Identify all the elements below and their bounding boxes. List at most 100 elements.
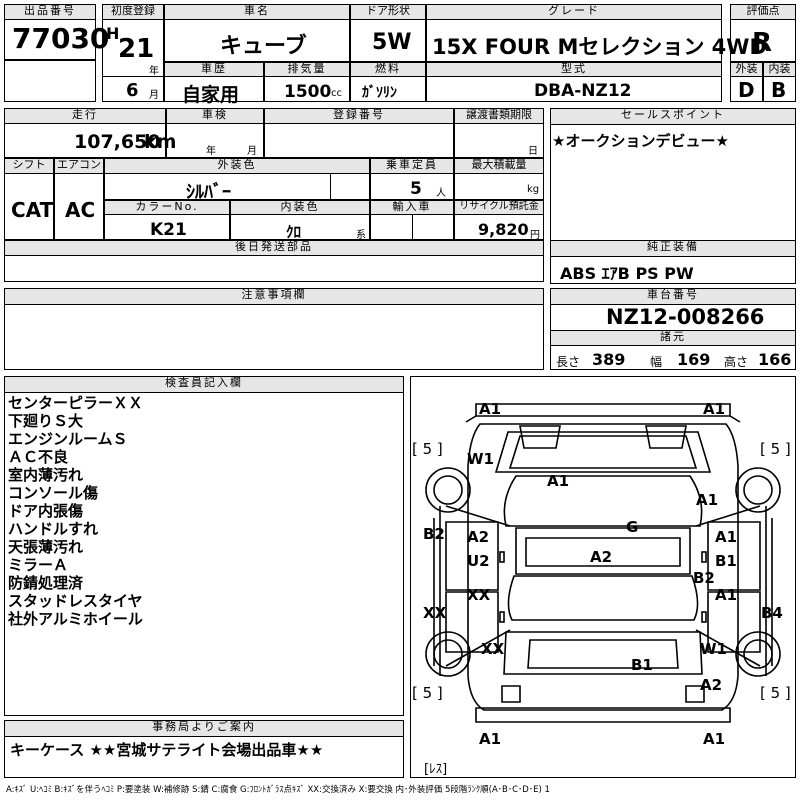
length-label: 長さ	[556, 355, 581, 369]
int-color-unit: 系	[356, 230, 366, 241]
transfer-day-unit: 日	[528, 146, 538, 157]
inspector-header: 検査員記入欄	[4, 376, 404, 393]
damage-code: XX	[467, 586, 491, 604]
sales-point-header: セールスポイント	[550, 108, 796, 125]
width-value: 169	[677, 350, 711, 369]
damage-code: A2	[467, 528, 490, 546]
recycle-header: リサイクル預託金	[454, 200, 544, 215]
shift-header: シフト	[4, 158, 54, 174]
displacement: 1500	[284, 82, 332, 102]
height-label: 高さ	[724, 355, 749, 369]
grade: 15X FOUR Mセレクション 4WD	[432, 35, 767, 59]
model-header: 型式	[426, 62, 722, 77]
ext-color: ｼﾙﾊﾞｰ	[186, 182, 231, 203]
damage-code: W1	[467, 450, 494, 468]
inspector-note: センターピラーＸＸ	[8, 394, 144, 412]
aircon: AC	[65, 198, 96, 222]
inspector-note: ハンドルすれ	[8, 520, 99, 538]
office-note: キーケース ★★宮城サテライト会場出品車★★	[10, 741, 324, 759]
displacement-header: 排気量	[264, 62, 350, 77]
inspector-note: 天張薄汚れ	[8, 538, 84, 556]
fuel: ｶﾞｿﾘﾝ	[362, 85, 397, 101]
damage-code: A1	[547, 472, 570, 490]
legend: A:ｷｽﾞ U:ﾍｺﾐ B:ｷｽﾞを伴うﾍｺﾐ P:要塗装 W:補修跡 S:錆 …	[6, 785, 550, 795]
shift: CAT	[11, 198, 54, 222]
tire-count-rl: [ 5 ]	[412, 684, 443, 702]
equipment-header: 純正装備	[550, 240, 796, 257]
displacement-unit: cc	[331, 88, 342, 99]
capacity: 5	[410, 179, 422, 199]
damage-code: A1	[696, 491, 719, 509]
score-header: 評価点	[730, 4, 796, 20]
inspection-month-unit: 月	[247, 146, 257, 157]
grade-header: グレード	[426, 4, 722, 20]
mileage-header: 走行	[4, 108, 166, 124]
damage-code: A2	[700, 676, 723, 694]
recycle: 9,820	[478, 220, 529, 239]
tire-count-rr: [ 5 ]	[760, 684, 791, 702]
damage-code: B1	[715, 552, 737, 570]
length-value: 389	[592, 350, 626, 369]
damage-code: XX	[481, 640, 505, 658]
notes-header: 注意事項欄	[4, 288, 544, 305]
capacity-header: 乗車定員	[370, 158, 454, 174]
chassis-number: NZ12-008266	[606, 305, 765, 329]
first-reg-month: 6	[126, 80, 139, 101]
inspector-note: ＡＣ不良	[8, 448, 69, 466]
inspector-note: ドア内張傷	[8, 502, 84, 520]
door-header: ドア形状	[350, 4, 426, 20]
damage-code: W1	[700, 640, 727, 658]
height-value: 166	[758, 350, 792, 369]
color-no-header: カラーNo.	[104, 200, 230, 215]
door-type: 5W	[372, 30, 412, 55]
lot-number-header: 出品番号	[4, 4, 96, 20]
damage-code: A1	[715, 586, 738, 604]
spare-tire-label: [ﾚｽ]	[424, 762, 448, 777]
mileage-unit: km	[144, 131, 177, 153]
fuel-header: 燃料	[350, 62, 426, 77]
inspector-note: ミラーＡ	[8, 556, 69, 574]
mileage: 107,650	[74, 131, 161, 153]
inspection-year-unit: 年	[206, 146, 216, 157]
tire-count-fl: [ 5 ]	[412, 440, 443, 458]
first-reg-header: 初度登録	[102, 4, 164, 20]
damage-code: B2	[693, 569, 715, 587]
inspector-note: 下廻りＳ大	[8, 412, 84, 430]
damage-code: A1	[703, 730, 726, 748]
damage-code: XX	[423, 604, 447, 622]
history: 自家用	[182, 84, 240, 106]
int-score-header: 内装	[763, 62, 796, 77]
color-no: K21	[150, 220, 187, 240]
damage-code: U2	[467, 552, 490, 570]
dims-header: 諸元	[550, 330, 796, 346]
history-header: 車歴	[164, 62, 264, 77]
inspector-notes: センターピラーＸＸ 下廻りＳ大 エンジンルームＳ ＡＣ不良 室内薄汚れ コンソー…	[8, 394, 400, 628]
damage-code: A2	[590, 548, 613, 566]
first-reg-era: H	[106, 24, 120, 43]
aircon-header: エアコン	[54, 158, 104, 174]
first-reg-year-unit: 年	[149, 66, 159, 77]
exterior-score: D	[738, 78, 755, 102]
later-parts-header: 後日発送部品	[4, 240, 544, 256]
damage-code: A1	[479, 730, 502, 748]
inspection-header: 車検	[166, 108, 264, 124]
inspector-note: 室内薄汚れ	[8, 466, 84, 484]
tire-count-fr: [ 5 ]	[760, 440, 791, 458]
width-label: 幅	[650, 355, 663, 369]
int-color: ｸﾛ	[286, 223, 302, 241]
equipment: ABS ｴｱB PS PW	[560, 264, 694, 283]
sales-point: ★オークションデビュー★	[552, 132, 729, 150]
inspector-note: 防錆処理済	[8, 574, 84, 592]
model: DBA-NZ12	[534, 81, 632, 101]
int-color-header: 内装色	[230, 200, 370, 215]
ext-color-header: 外装色	[104, 158, 370, 174]
car-diagram	[425, 403, 781, 723]
damage-code: B4	[761, 604, 783, 622]
first-reg-month-unit: 月	[149, 90, 159, 101]
inspector-note: コンソール傷	[8, 484, 99, 502]
damage-code: A1	[479, 400, 502, 418]
car-name: キューブ	[220, 34, 307, 59]
office-header: 事務局よりご案内	[4, 720, 404, 737]
score: R	[752, 28, 773, 58]
car-diagram-box	[410, 376, 796, 778]
